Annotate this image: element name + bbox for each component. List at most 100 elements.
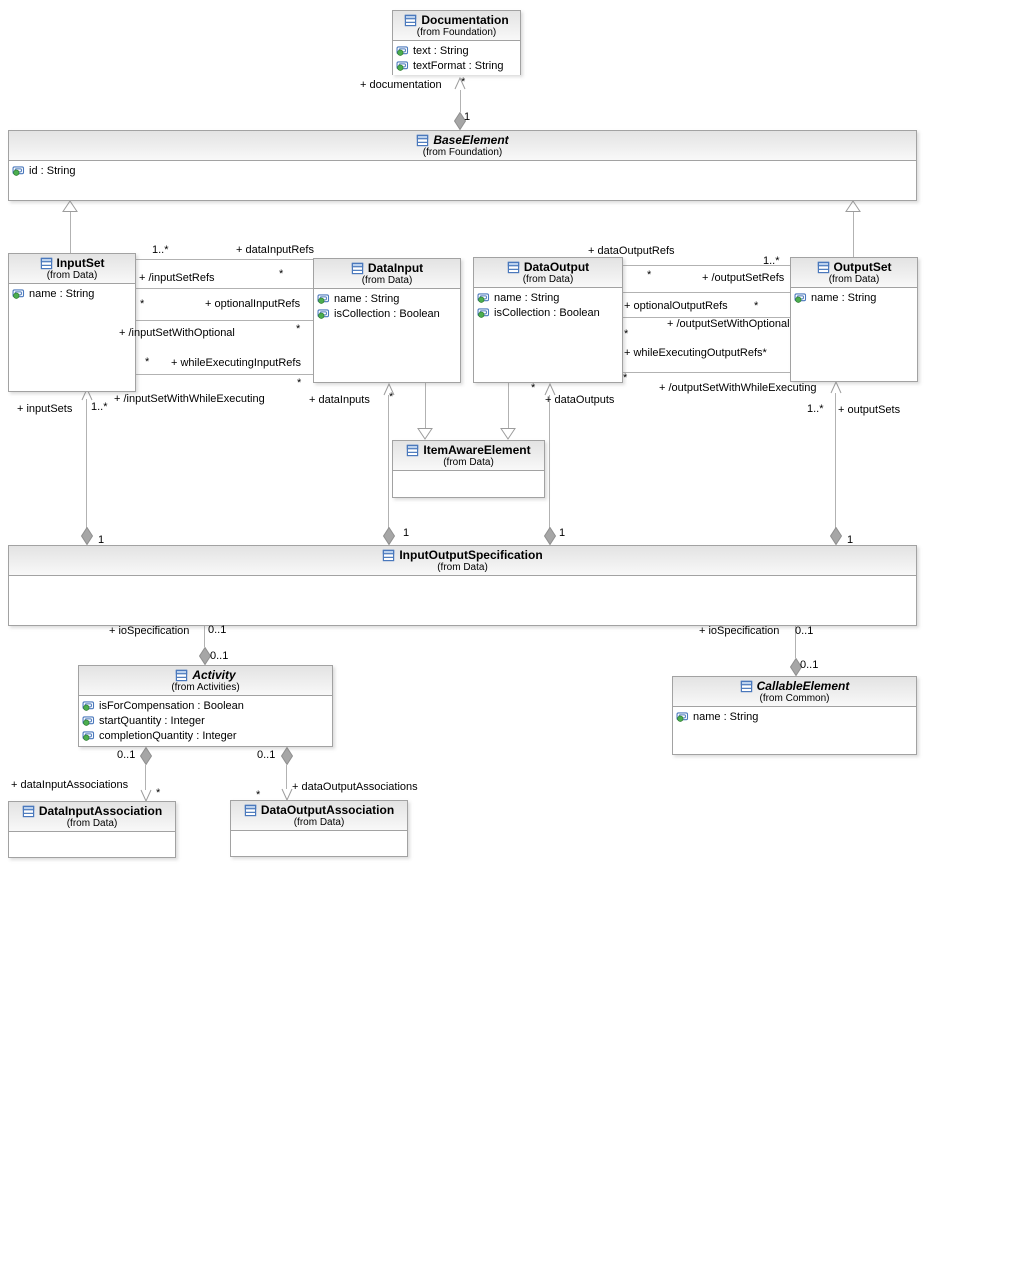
class-package: (from Common): [759, 693, 830, 704]
attribute: name : String: [29, 287, 95, 300]
attribute-icon: [794, 293, 807, 303]
class-datainput[interactable]: DataInput (from Data) name : String isCo…: [313, 258, 461, 383]
role-label: + inputSets: [17, 403, 73, 415]
edge-outputset-generalization: [853, 212, 854, 257]
class-name: InputOutputSpecification: [399, 548, 543, 562]
multiplicity-label: 0..1: [257, 749, 276, 761]
composition-diamond-icon: [383, 527, 395, 545]
composition-diamond-icon: [81, 527, 93, 545]
class-name: Documentation: [421, 13, 509, 27]
edge-whileexecutinginputrefs: [136, 374, 313, 375]
role-label: + /outputSetRefs: [702, 272, 785, 284]
class-icon: [40, 257, 53, 270]
edge-whileexecutingoutputrefs: [623, 372, 790, 373]
class-baseelement[interactable]: BaseElement (from Foundation) id : Strin…: [8, 130, 917, 201]
role-label: + dataInputs: [309, 394, 370, 406]
class-icon: [404, 14, 417, 27]
attribute-icon: [477, 308, 490, 318]
class-package: (from Data): [46, 270, 98, 281]
class-inputoutputspecification[interactable]: InputOutputSpecification (from Data): [8, 545, 917, 626]
class-dataoutputassociation[interactable]: DataOutputAssociation (from Data): [230, 800, 408, 857]
attribute-row: name : String: [317, 291, 457, 306]
multiplicity-label: *: [279, 268, 284, 280]
class-icon: [817, 261, 830, 274]
attribute: isCollection : Boolean: [494, 306, 600, 319]
class-package: (from Activities): [171, 682, 240, 693]
class-activity[interactable]: Activity (from Activities) isForCompensa…: [78, 665, 333, 747]
multiplicity-label: *: [531, 382, 536, 394]
class-icon: [416, 134, 429, 147]
role-label: + outputSets: [838, 404, 901, 416]
edge-dataoutputassociations: [286, 765, 287, 789]
class-datainputassociation[interactable]: DataInputAssociation (from Data): [8, 801, 176, 858]
role-label: + /inputSetRefs: [139, 272, 215, 284]
class-package: (from Data): [361, 275, 413, 286]
role-label: + ioSpecification: [109, 625, 190, 637]
class-outputset[interactable]: OutputSet (from Data) name : String: [790, 257, 918, 382]
multiplicity-label: *: [140, 298, 145, 310]
role-label: + /outputSetWithWhileExecuting: [659, 382, 817, 394]
edge-iospecification-activity: [204, 626, 205, 647]
edge-datainput-generalization: [425, 383, 426, 428]
attribute: id : String: [29, 164, 76, 177]
multiplicity-label: 1: [403, 527, 410, 539]
class-icon: [507, 261, 520, 274]
multiplicity-label: 1: [559, 527, 566, 539]
role-label: + /inputSetWithWhileExecuting: [114, 393, 265, 405]
class-icon: [382, 549, 395, 562]
role-label: + whileExecutingInputRefs: [171, 357, 301, 369]
class-icon: [244, 804, 257, 817]
attribute-icon: [317, 294, 330, 304]
class-inputset[interactable]: InputSet (from Data) name : String: [8, 253, 136, 392]
multiplicity-label: *: [647, 269, 652, 281]
class-package: (from Foundation): [422, 147, 503, 158]
attribute: name : String: [811, 291, 877, 304]
class-callableelement[interactable]: CallableElement (from Common) name : Str…: [672, 676, 917, 755]
multiplicity-label: *: [145, 356, 150, 368]
class-name: OutputSet: [833, 260, 892, 274]
role-label: + dataOutputRefs: [588, 245, 675, 257]
edge-optionalinputrefs: [136, 288, 313, 289]
attribute: name : String: [334, 292, 400, 305]
attribute-icon: [396, 46, 409, 56]
class-name: DataOutputAssociation: [260, 803, 395, 817]
class-dataoutput[interactable]: DataOutput (from Data) name : String isC…: [473, 257, 623, 383]
multiplicity-label: 0..1: [117, 749, 136, 761]
multiplicity-label: *: [256, 789, 261, 801]
role-label: + /outputSetWithOptional: [667, 318, 790, 330]
class-package: (from Data): [443, 457, 494, 468]
edge-datainputs: [388, 395, 389, 528]
class-package: (from Data): [828, 274, 880, 285]
attribute: startQuantity : Integer: [99, 714, 205, 727]
attribute: textFormat : String: [413, 59, 504, 72]
class-icon: [22, 805, 35, 818]
multiplicity-label: *: [461, 76, 466, 88]
attribute-icon: [12, 289, 25, 299]
edge-inputset-generalization: [70, 212, 71, 253]
multiplicity-label: 0..1: [795, 625, 814, 637]
attribute-icon: [12, 166, 25, 176]
attribute-icon: [82, 701, 95, 711]
role-label: + ioSpecification: [699, 625, 780, 637]
attribute-row: name : String: [12, 286, 132, 301]
edge-inputsets: [86, 399, 87, 528]
composition-diamond-icon: [140, 747, 152, 765]
class-documentation[interactable]: Documentation (from Foundation) text : S…: [392, 10, 521, 75]
attribute: name : String: [693, 710, 759, 723]
class-package: (from Data): [522, 274, 574, 285]
attribute-row: isCollection : Boolean: [477, 305, 619, 320]
edge-inputsetwithoptional: [136, 320, 313, 321]
attribute-icon: [82, 716, 95, 726]
class-package: (from Foundation): [416, 27, 497, 38]
multiplicity-label: 0..1: [800, 659, 819, 671]
edge-outputsets: [835, 393, 836, 528]
class-itemawareelement[interactable]: ItemAwareElement (from Data): [392, 440, 545, 498]
class-icon: [175, 669, 188, 682]
class-name: InputSet: [56, 256, 105, 270]
multiplicity-label: 1: [98, 534, 105, 546]
attribute-icon: [477, 293, 490, 303]
attribute-row: name : String: [676, 709, 913, 724]
multiplicity-label: 0..1: [210, 650, 229, 662]
multiplicity-label: 1..*: [807, 403, 824, 415]
edge-dataoutputrefs: [623, 265, 790, 266]
